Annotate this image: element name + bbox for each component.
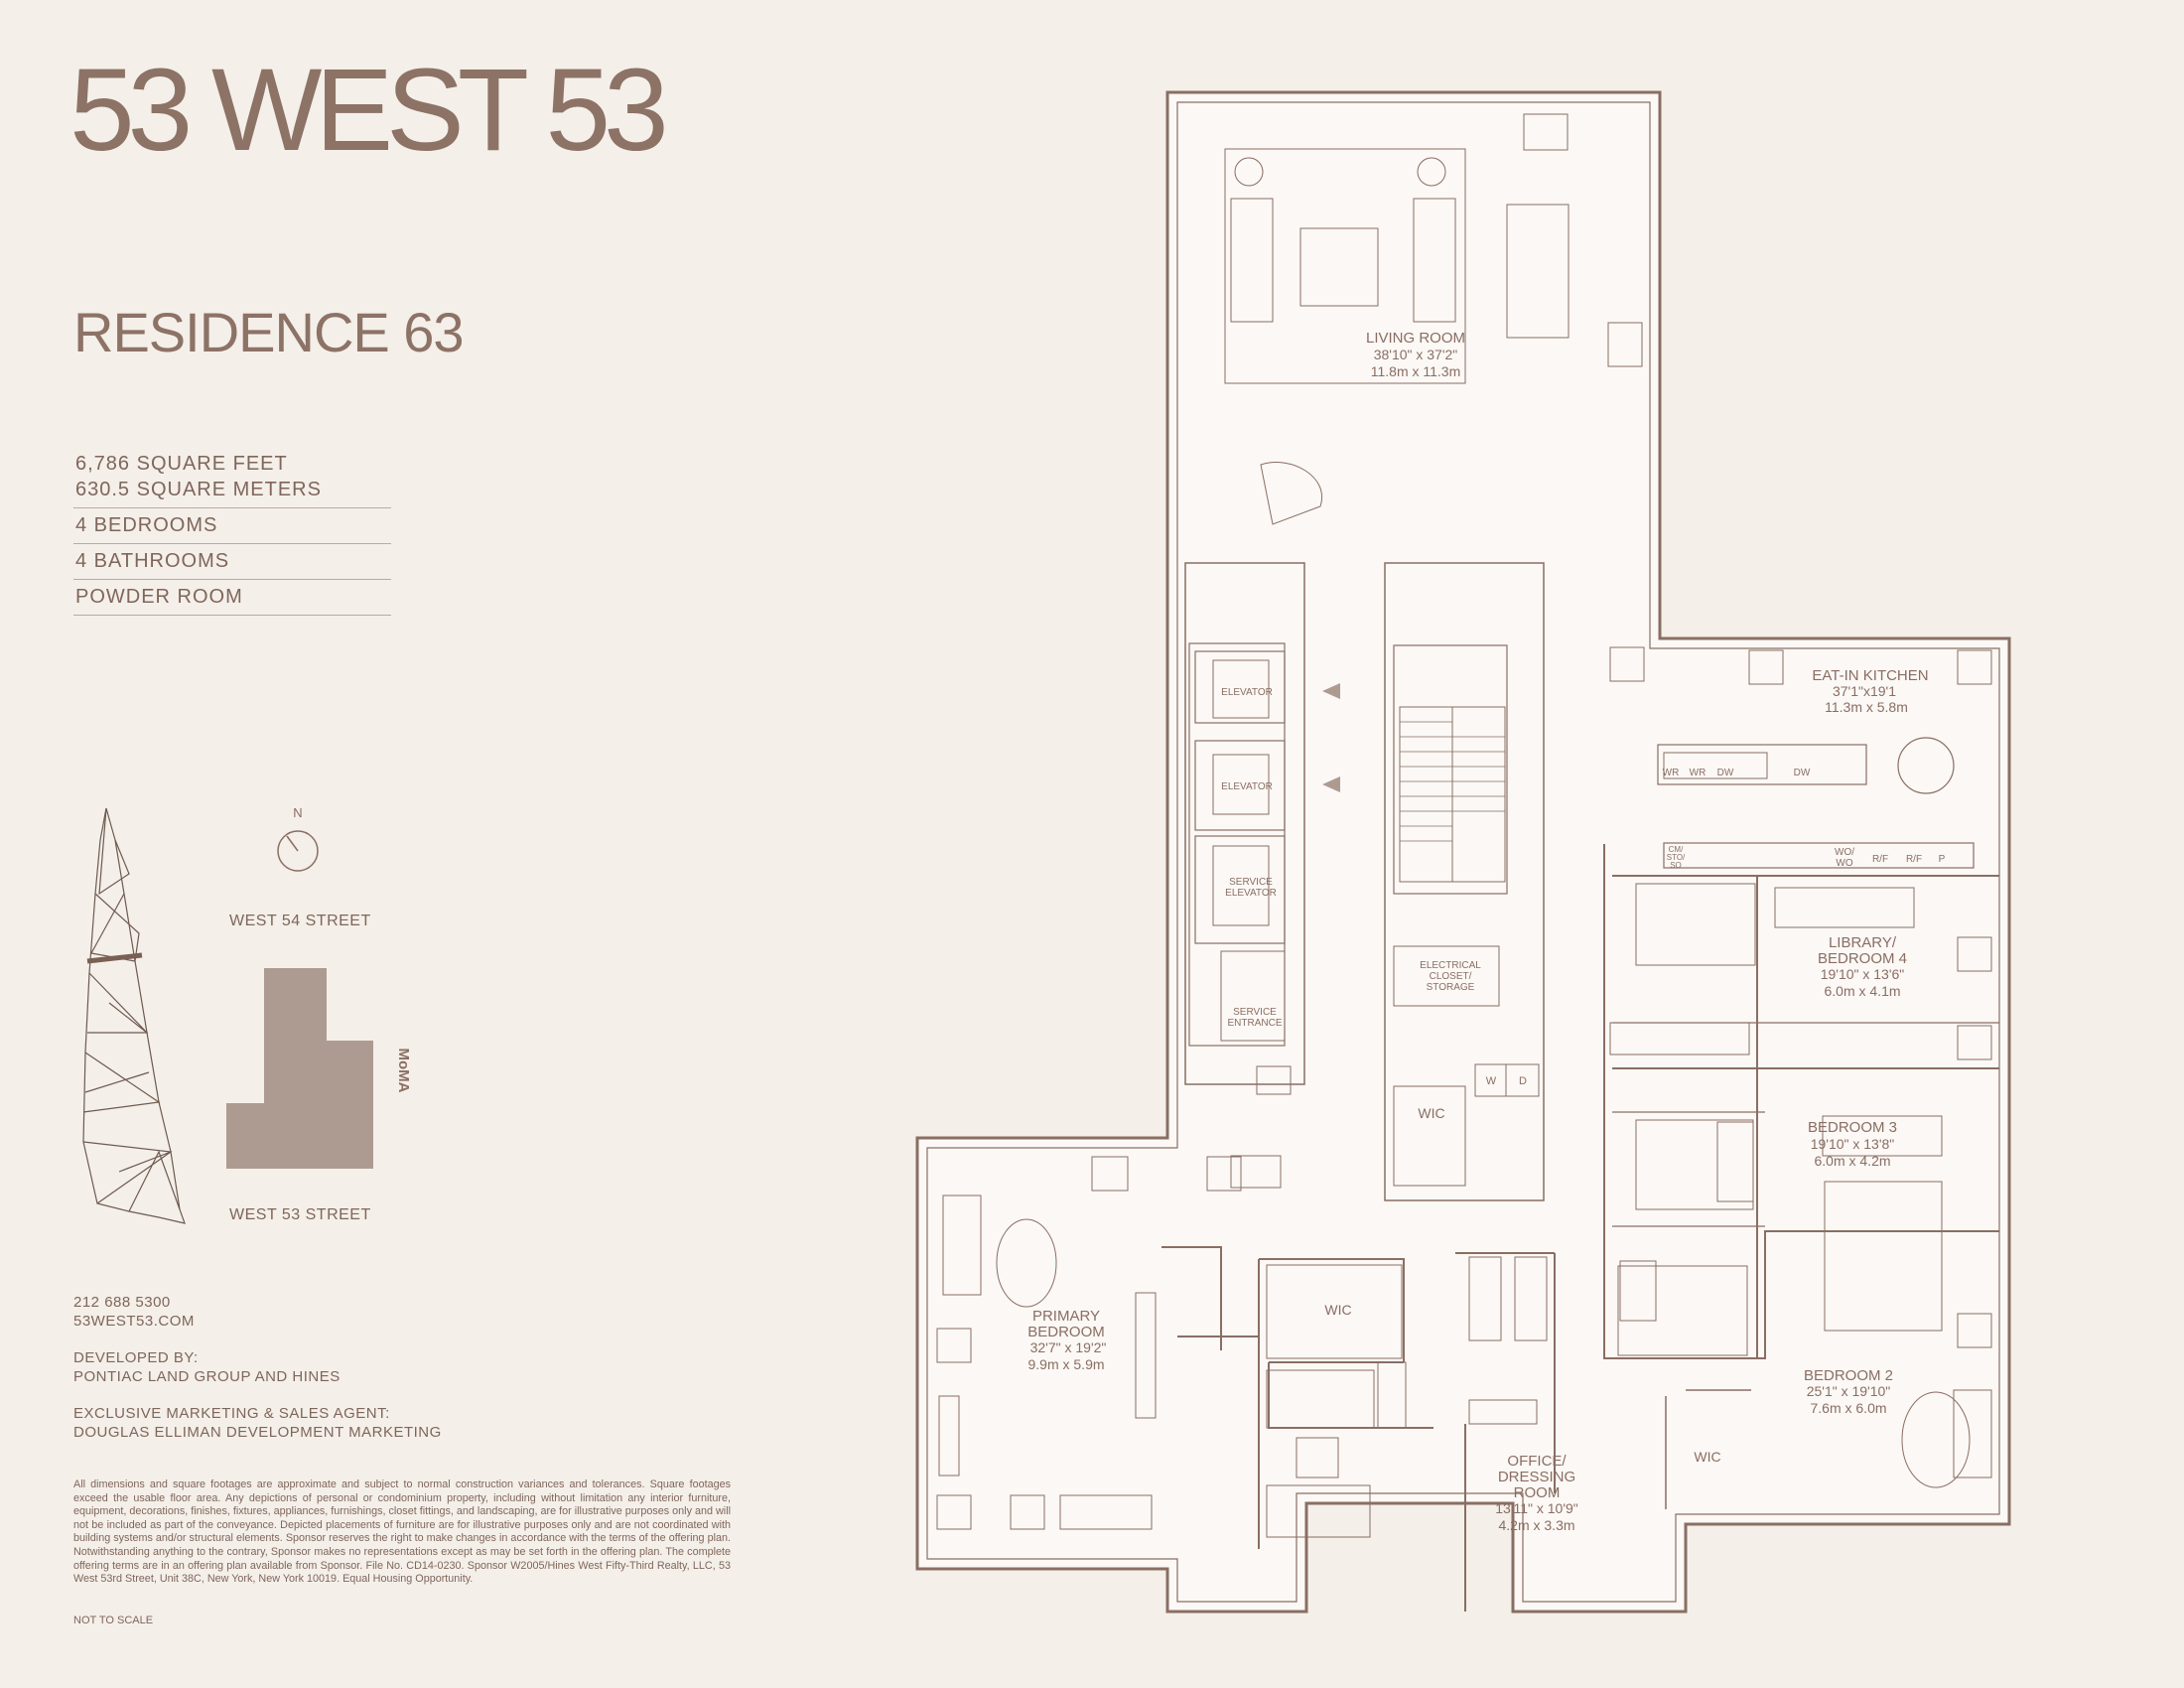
bedroom2-metric: 7.6m x 6.0m: [1810, 1400, 1886, 1416]
moma-label: MoMA: [395, 1049, 412, 1093]
library-name-2: BEDROOM 4: [1818, 950, 1907, 967]
north-label: N: [293, 805, 302, 820]
library-metric: 6.0m x 4.1m: [1824, 983, 1900, 999]
living-room-name: LIVING ROOM: [1366, 330, 1465, 347]
bedrooms-row: 4 BEDROOMS: [73, 508, 391, 544]
square-meters: 630.5 SQUARE METERS: [75, 479, 322, 500]
refrigerator-freezer-2-label: R/F: [1906, 854, 1922, 865]
primary-imperial: 32'7" x 19'2": [1030, 1339, 1107, 1355]
coffee-maker-label-1: CM/: [1669, 845, 1684, 854]
agent-name: DOUGLAS ELLIMAN DEVELOPMENT MARKETING: [73, 1424, 442, 1441]
bedroom3-imperial: 19'10" x 13'8": [1811, 1136, 1895, 1152]
appliance-labels: WR WR DW DW CM/ STO/ SO WO/ WO R/F R/F P: [1663, 768, 1946, 870]
living-room-metric: 11.8m x 11.3m: [1371, 363, 1461, 379]
phone[interactable]: 212 688 5300: [73, 1294, 171, 1311]
pantry-label: P: [1939, 854, 1946, 865]
primary-name-2: BEDROOM: [1027, 1324, 1105, 1340]
office-metric: 4.2m x 3.3m: [1498, 1517, 1574, 1533]
coffee-maker-label-2: STO/: [1667, 853, 1686, 862]
powder-row: POWDER ROOM: [73, 580, 391, 616]
electrical-label-1: ELECTRICAL: [1420, 960, 1481, 971]
street-north-label: WEST 54 STREET: [229, 913, 371, 929]
library-imperial: 19'10" x 13'6": [1821, 966, 1905, 982]
office-name-2: DRESSING: [1498, 1469, 1575, 1485]
dryer-label: D: [1519, 1075, 1527, 1087]
kitchen-name: EAT-IN KITCHEN: [1812, 667, 1928, 684]
tower-icon: [82, 807, 186, 1224]
site-block: [226, 968, 373, 1169]
plan-outline: [915, 90, 2011, 1614]
wine-refrigerator-2-label: WR: [1690, 768, 1706, 778]
entry-arrow-icon: [1322, 776, 1340, 792]
brand-title: 53 WEST 53: [69, 45, 669, 176]
square-feet: 6,786 SQUARE FEET: [75, 453, 288, 475]
bedroom3-name: BEDROOM 3: [1808, 1119, 1897, 1136]
primary-metric: 9.9m x 5.9m: [1027, 1356, 1104, 1372]
developer-name: PONTIAC LAND GROUP AND HINES: [73, 1368, 341, 1385]
dishwasher-1-label: DW: [1717, 768, 1734, 778]
service-entrance-label-1: SERVICE: [1233, 1007, 1277, 1018]
electrical-label-3: STORAGE: [1427, 982, 1475, 993]
kitchen-metric: 11.3m x 5.8m: [1825, 699, 1908, 715]
refrigerator-freezer-1-label: R/F: [1872, 854, 1888, 865]
wic-bedroom2-label: WIC: [1694, 1449, 1720, 1465]
wine-refrigerator-1-label: WR: [1663, 768, 1680, 778]
residence-facts: 6,786 SQUARE FEET 630.5 SQUARE METERS 4 …: [73, 447, 391, 616]
wic-center-label: WIC: [1418, 1105, 1444, 1121]
primary-name-1: PRIMARY: [1032, 1308, 1100, 1325]
kitchen-imperial: 37'1"x19'1: [1833, 683, 1896, 699]
legal-disclaimer: All dimensions and square footages are a…: [73, 1478, 731, 1586]
entry-arrow-icon: [1322, 683, 1340, 699]
bedroom2-imperial: 25'1" x 19'10": [1807, 1383, 1891, 1399]
living-room-imperial: 38'10" x 37'2": [1374, 347, 1458, 362]
room-labels: LIVING ROOM 38'10" x 37'2" 11.8m x 11.3m…: [1027, 330, 1928, 1533]
office-imperial: 13'11" x 10'9": [1495, 1500, 1578, 1516]
electrical-label-2: CLOSET/: [1430, 971, 1472, 982]
residence-name: RESIDENCE 63: [73, 301, 465, 363]
area-row: 6,786 SQUARE FEET 630.5 SQUARE METERS: [73, 447, 391, 508]
wall-oven-label-2: WO: [1836, 858, 1852, 869]
not-to-scale-note: NOT TO SCALE: [73, 1615, 154, 1626]
coffee-maker-label-3: SO: [1670, 861, 1682, 870]
agent-label: EXCLUSIVE MARKETING & SALES AGENT:: [73, 1405, 390, 1422]
wall-oven-label-1: WO/: [1835, 847, 1854, 858]
office-name-3: ROOM: [1514, 1484, 1561, 1501]
dishwasher-2-label: DW: [1794, 768, 1811, 778]
office-name-1: OFFICE/: [1507, 1453, 1567, 1470]
bathrooms-row: 4 BATHROOMS: [73, 544, 391, 580]
website-link[interactable]: 53WEST53.COM: [73, 1313, 195, 1330]
elevator-2-label: ELEVATOR: [1221, 781, 1273, 792]
elevator-1-label: ELEVATOR: [1221, 687, 1273, 698]
bedroom3-metric: 6.0m x 4.2m: [1814, 1153, 1890, 1169]
washer-label: W: [1486, 1075, 1497, 1087]
wic-primary-label: WIC: [1324, 1302, 1351, 1318]
developed-by-label: DEVELOPED BY:: [73, 1349, 199, 1366]
contact-block: 212 688 5300 53WEST53.COM DEVELOPED BY: …: [73, 1293, 442, 1442]
bedroom2-name: BEDROOM 2: [1804, 1367, 1893, 1384]
street-south-label: WEST 53 STREET: [229, 1206, 371, 1223]
compass-icon: N: [277, 805, 319, 872]
library-name-1: LIBRARY/: [1829, 934, 1897, 951]
service-elevator-label-2: ELEVATOR: [1225, 888, 1277, 899]
service-elevator-label-1: SERVICE: [1229, 877, 1273, 888]
service-entrance-label-2: ENTRANCE: [1227, 1018, 1282, 1029]
